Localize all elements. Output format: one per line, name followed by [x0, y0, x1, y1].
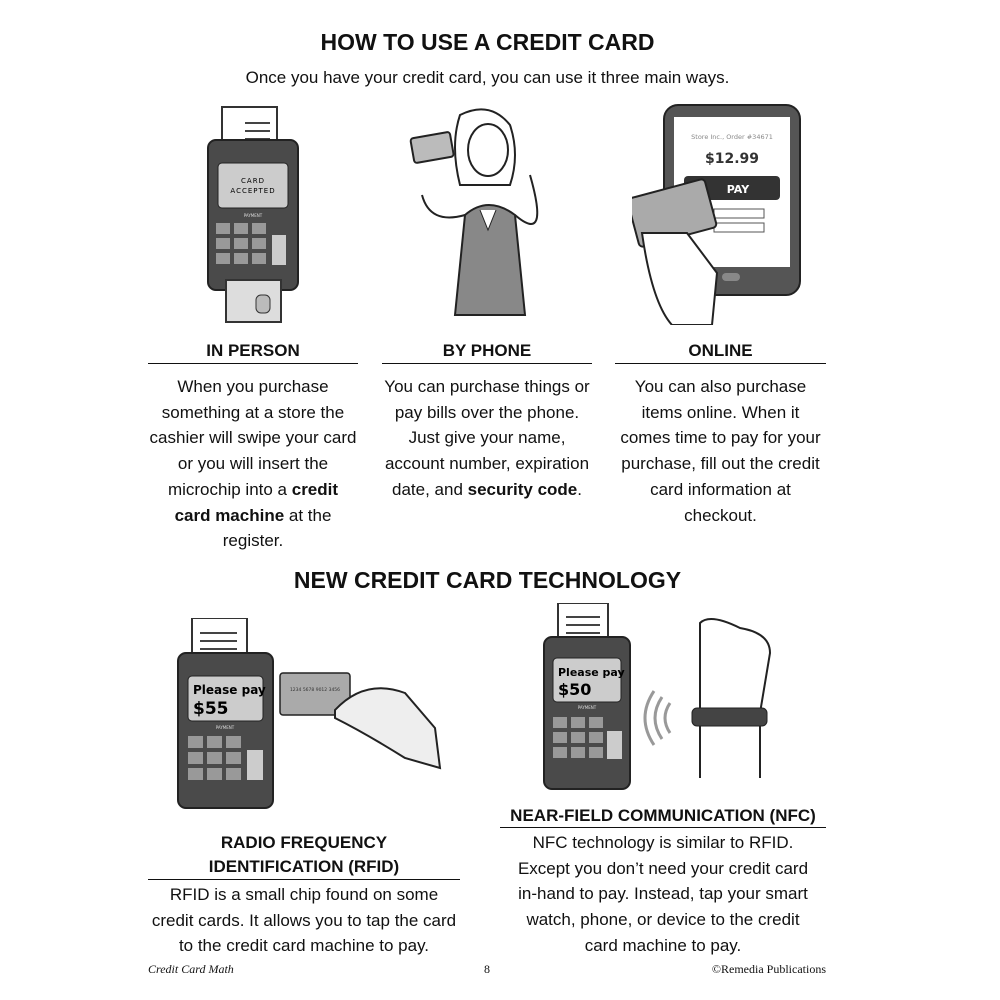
- method-heading: BY PHONE: [382, 341, 592, 364]
- svg-text:Store Inc., Order #34671: Store Inc., Order #34671: [691, 133, 773, 141]
- method-online: ONLINE You can also purchase items onlin…: [615, 341, 826, 528]
- footer-publisher: ©Remedia Publications: [711, 962, 826, 976]
- method-body: You can also purchase items online. When…: [620, 377, 821, 525]
- method-by-phone: BY PHONE You can purchase things or pay …: [382, 341, 592, 503]
- page-title: HOW TO USE A CREDIT CARD: [320, 29, 655, 55]
- svg-text:Please pay: Please pay: [558, 666, 625, 679]
- svg-text:PAYMENT: PAYMENT: [244, 213, 263, 218]
- rfid-section: RADIO FREQUENCY IDENTIFICATION (RFID) RF…: [148, 831, 460, 959]
- nfc-body: NFC technology is similar to RFID. Excep…: [517, 833, 809, 955]
- nfc-heading: NEAR-FIELD COMMUNICATION (NFC): [500, 806, 826, 828]
- svg-text:1234 5678 9012 3456: 1234 5678 9012 3456: [290, 687, 340, 693]
- nfc-terminal-illustration: Please pay $50 PAYMENT: [543, 603, 772, 790]
- woman-on-phone-illustration: [409, 108, 539, 316]
- method-body: You can purchase things or pay bills ove…: [384, 377, 590, 499]
- method-in-person: IN PERSON When you purchase something at…: [148, 341, 358, 554]
- rfid-body: RFID is a small chip found on some credi…: [151, 885, 457, 956]
- svg-text:ACCEPTED: ACCEPTED: [230, 187, 275, 195]
- nfc-section: NEAR-FIELD COMMUNICATION (NFC) NFC techn…: [500, 806, 826, 959]
- footer-book-title: Credit Card Math: [148, 962, 234, 976]
- page-subtitle: Once you have your credit card, you can …: [245, 68, 730, 87]
- svg-text:Please pay: Please pay: [193, 683, 266, 697]
- card-terminal-illustration: CARD ACCEPTED PAYMENT: [207, 106, 299, 323]
- method-heading: ONLINE: [615, 341, 826, 364]
- svg-text:PAYMENT: PAYMENT: [578, 705, 597, 710]
- svg-text:$55: $55: [193, 699, 229, 719]
- tablet-checkout-illustration: Store Inc., Order #34671 $12.99 PAY: [632, 104, 801, 325]
- svg-text:$50: $50: [558, 680, 591, 699]
- footer-page-number: 8: [484, 962, 490, 976]
- section-title: NEW CREDIT CARD TECHNOLOGY: [293, 567, 682, 593]
- svg-text:PAYMENT: PAYMENT: [216, 725, 235, 730]
- svg-text:$12.99: $12.99: [705, 151, 759, 167]
- method-heading: IN PERSON: [148, 341, 358, 364]
- rfid-heading: RADIO FREQUENCY IDENTIFICATION (RFID): [148, 831, 460, 880]
- svg-text:PAY: PAY: [727, 183, 751, 196]
- method-body: When you purchase something at a store t…: [149, 377, 357, 551]
- svg-text:CARD: CARD: [241, 177, 265, 185]
- rfid-terminal-illustration: Please pay $55 PAYMENT 1234 5678 9012 34…: [177, 618, 442, 809]
